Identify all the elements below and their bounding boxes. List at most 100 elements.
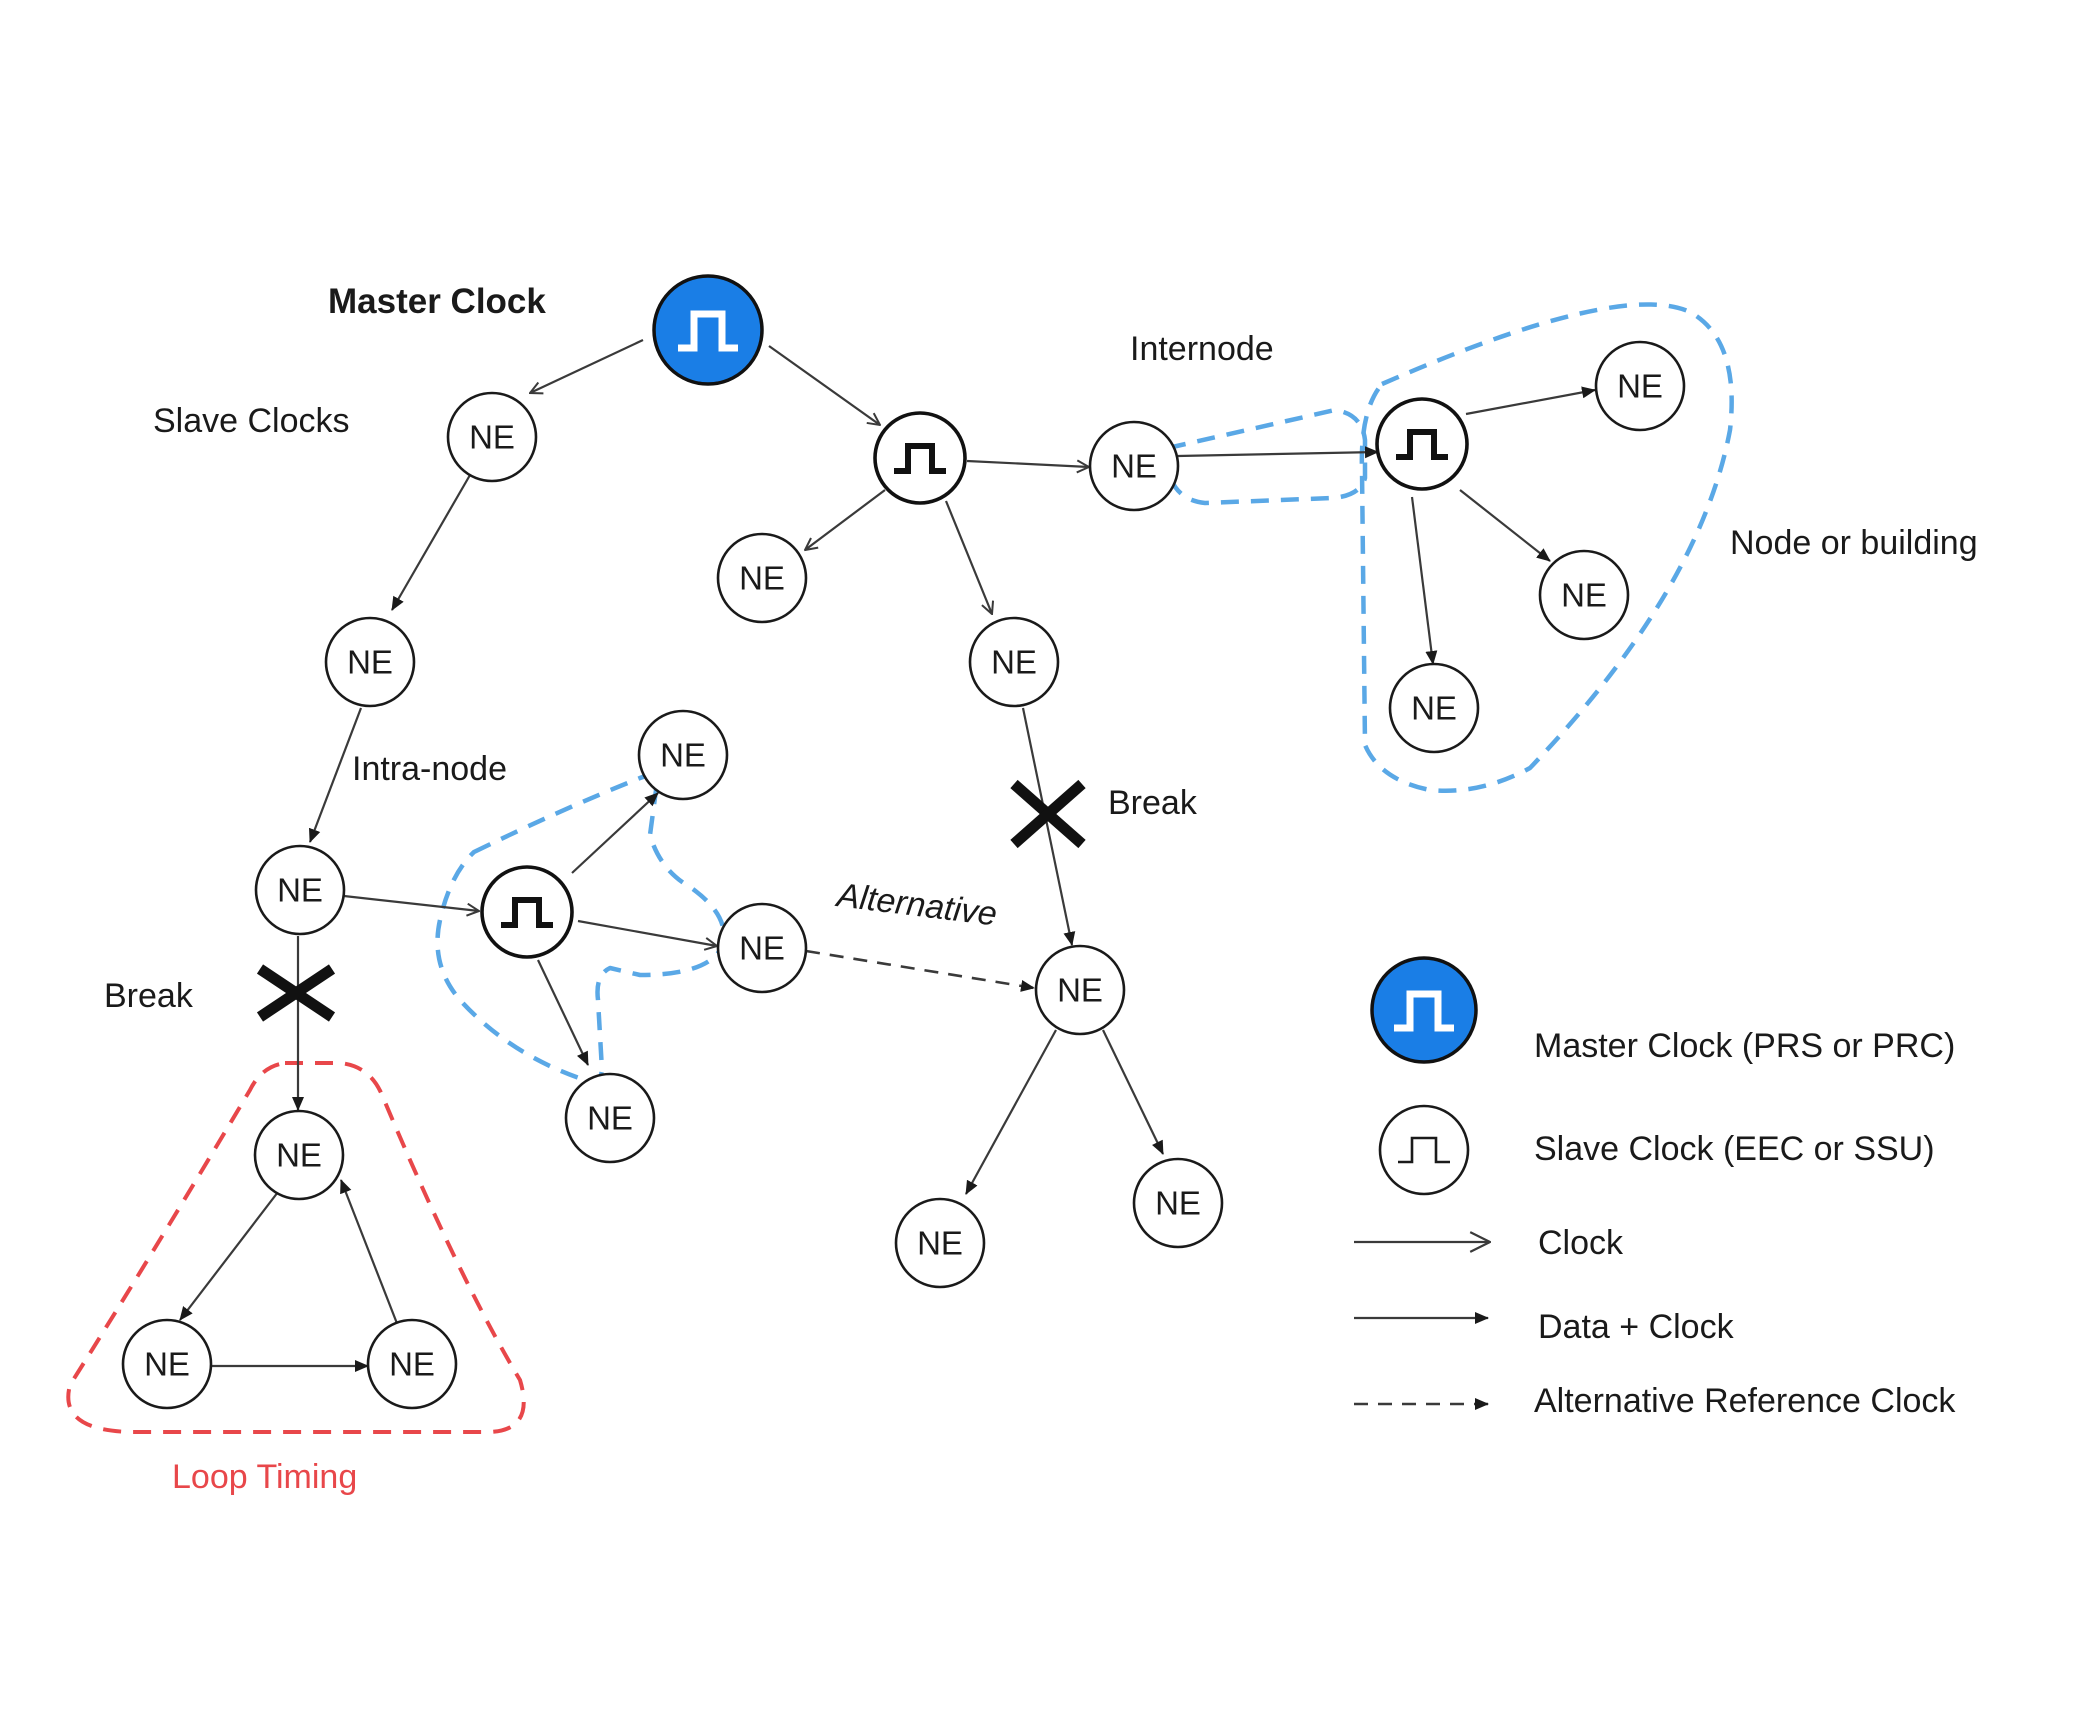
ne-node: NE [716, 902, 808, 994]
edge-ne7-to-ne10-alt [805, 949, 1035, 992]
legend-alt-ref-text: Alternative Reference Clock [1534, 1382, 1956, 1420]
edges [179, 339, 1596, 1372]
loop-timing-label: Loop Timing [172, 1458, 357, 1496]
ne-label: NE [1057, 972, 1103, 1009]
edge-slave3-to-ne7 [577, 919, 717, 946]
square-pulse-icon [1394, 990, 1454, 1032]
square-pulse-icon [678, 310, 738, 352]
edge-ne10-to-ne15 [1102, 1029, 1164, 1155]
node-or-building-zone [1359, 302, 1734, 794]
legend-alt-ref-item: Alternative Reference Clock [1354, 1382, 1956, 1420]
ne-node: NE [1388, 662, 1480, 754]
ne-label: NE [991, 644, 1037, 681]
legend-slave-item: Slave Clock (EEC or SSU) [1378, 1104, 1935, 1196]
slave-clock-node-top [873, 411, 967, 505]
ne-node: NE [1132, 1157, 1224, 1249]
ne-node: NE [254, 844, 346, 936]
edge-ne4-to-ne12 [179, 1191, 279, 1321]
ne-label: NE [469, 419, 515, 456]
legend-slave-symbol [1378, 1104, 1470, 1196]
legend-data-clock-text: Data + Clock [1538, 1308, 1735, 1346]
ne-label: NE [1561, 577, 1607, 614]
edge-slave1-to-ne5 [944, 500, 992, 614]
legend-slave-text: Slave Clock (EEC or SSU) [1534, 1130, 1935, 1168]
master-clock-node [652, 274, 764, 386]
edge-ne2-to-ne3 [308, 707, 363, 843]
ne-node: NE [253, 1109, 345, 1201]
slave-clocks-label: Slave Clocks [153, 402, 350, 440]
legend-data-clock-item: Data + Clock [1354, 1308, 1735, 1346]
master-clock-label: Master Clock [328, 282, 546, 321]
ne-label: NE [1411, 690, 1457, 727]
legend-clock-text: Clock [1538, 1224, 1624, 1262]
legend: Master Clock (PRS or PRC) Slave Clock (E… [1354, 956, 1956, 1420]
square-pulse-icon [1398, 1136, 1450, 1164]
edge-slave1-to-ne-internode [966, 461, 1089, 467]
square-pulse-icon [1396, 429, 1448, 460]
slave-clock-node-intra [480, 865, 574, 959]
square-pulse-icon [501, 897, 553, 928]
edge-ne13-to-ne4 [339, 1179, 400, 1327]
legend-master-item: Master Clock (PRS or PRC) [1370, 956, 1955, 1065]
ne-label: NE [739, 560, 785, 597]
clock-nodes [480, 274, 1469, 959]
ne-label: NE [347, 644, 393, 681]
edge-ne3-to-slave3 [343, 894, 479, 911]
edge-slave3-to-ne6 [571, 792, 659, 874]
ne-node: NE [1034, 944, 1126, 1036]
intra-node-label: Intra-node [352, 750, 507, 788]
ne-label: NE [739, 930, 785, 967]
alternative-label: Alternative [833, 876, 999, 934]
edge-slave2-to-ne-top [1465, 386, 1596, 416]
loop-timing-zone [66, 1061, 526, 1434]
break-label-left: Break [104, 977, 194, 1015]
ne-node: NE [564, 1072, 656, 1164]
internode-label: Internode [1130, 330, 1274, 368]
ne-label: NE [276, 1137, 322, 1174]
square-pulse-icon [894, 443, 946, 474]
ne-node: NE [1538, 549, 1630, 641]
ne-label: NE [144, 1346, 190, 1383]
ne-label: NE [587, 1100, 633, 1137]
x-mark-icon [256, 964, 336, 1022]
ne-node: NE [716, 532, 808, 624]
ne-label: NE [277, 872, 323, 909]
edge-ne1-to-ne2 [391, 474, 471, 611]
ne-node: NE [446, 391, 538, 483]
intra-node-zone [435, 772, 727, 1084]
ne-node: NE [121, 1318, 213, 1410]
ne-node: NE [1594, 340, 1686, 432]
x-mark-icon [1010, 779, 1086, 849]
node-or-building-label: Node or building [1730, 524, 1978, 562]
diagram-labels: Master Clock Slave Clocks Internode Node… [104, 282, 1978, 1496]
ne-nodes: NE NE NE NE NE NE NE NE NE NE NE NE NE N… [121, 340, 1686, 1410]
ne-label: NE [660, 737, 706, 774]
legend-master-text: Master Clock (PRS or PRC) [1534, 1027, 1955, 1065]
legend-master-symbol [1370, 956, 1478, 1064]
ne-node: NE [894, 1197, 986, 1289]
edge-ne10-to-ne14 [965, 1029, 1057, 1195]
ne-label: NE [1155, 1185, 1201, 1222]
edge-ne5-break-to-ne10 [1021, 707, 1076, 946]
edge-slave1-to-ne9 [805, 489, 886, 550]
ne-node: NE [324, 616, 416, 708]
edge-master-to-slave1 [768, 345, 880, 425]
slave-clock-node-internode [1375, 397, 1469, 491]
ne-label: NE [917, 1225, 963, 1262]
ne-node: NE [1088, 420, 1180, 512]
ne-node: NE [968, 616, 1060, 708]
ne-label: NE [1111, 448, 1157, 485]
edge-slave2-to-ne-right [1459, 489, 1551, 562]
edge-slave3-to-ne8 [537, 959, 589, 1066]
ne-label: NE [389, 1346, 435, 1383]
legend-clock-item: Clock [1354, 1224, 1624, 1262]
edge-slave2-to-ne-bottom [1410, 496, 1438, 665]
ne-node: NE [366, 1318, 458, 1410]
break-markers [256, 779, 1086, 1022]
ne-node: NE [637, 709, 729, 801]
ne-label: NE [1617, 368, 1663, 405]
master-circle [652, 274, 764, 386]
edge-ne-internode-to-slave2 [1177, 446, 1379, 459]
internode-zone [1165, 407, 1368, 506]
